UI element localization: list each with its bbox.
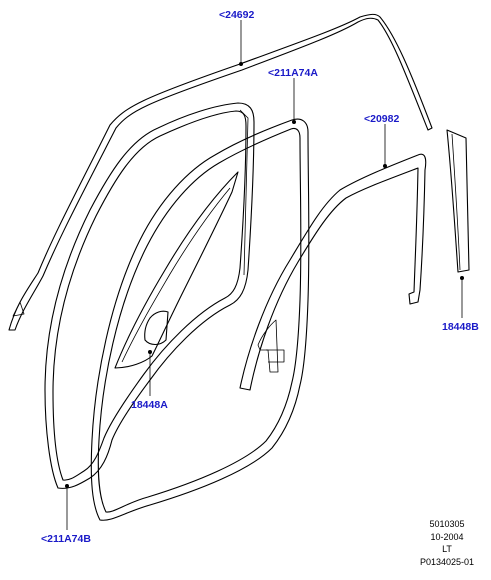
glass-run-channel bbox=[239, 153, 427, 391]
illustration-id: P0134025-01 bbox=[419, 556, 475, 567]
quarter-glass-trim bbox=[114, 171, 239, 369]
label-moulding-right: 18448B bbox=[442, 321, 479, 333]
diagram-reference-block: 5010305 10-2004 LT P0134025-01 bbox=[412, 518, 482, 568]
label-door-seal-lower: <211A74B bbox=[41, 533, 91, 545]
label-moulding-left: 18448A bbox=[131, 399, 168, 411]
leader-lines bbox=[65, 20, 464, 530]
label-glass-run: <20982 bbox=[364, 113, 399, 125]
label-door-seal-upper: <211A74A bbox=[268, 67, 318, 79]
reference-code: LT bbox=[442, 544, 452, 554]
reference-number: 5010305 bbox=[429, 519, 465, 529]
door-frame-seal bbox=[90, 118, 310, 521]
door-aperture-seal bbox=[44, 102, 255, 489]
reference-date: 10-2004 bbox=[430, 531, 464, 542]
b-pillar-moulding bbox=[446, 129, 470, 273]
label-roof-seal: <24692 bbox=[219, 9, 254, 21]
roof-seal-strip bbox=[8, 13, 433, 331]
